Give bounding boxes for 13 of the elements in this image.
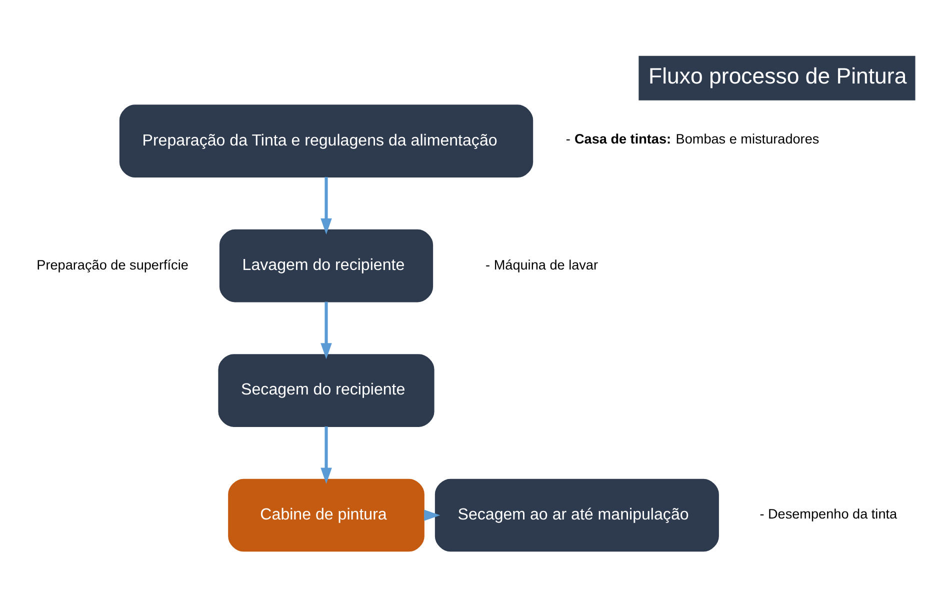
node-box: Secagem ao ar até manipulação (434, 478, 719, 552)
diagram-title: Fluxo processo de Pintura (648, 63, 907, 88)
node-label: - Casa de tintas: Bombas e misturadores (566, 130, 820, 146)
node-box: Secagem do recipiente (218, 354, 434, 426)
node-box: Lavagem do recipiente (219, 228, 434, 302)
node-label: - Desempenho da tinta (760, 506, 898, 522)
node-box: Preparação da Tinta e regulagens da alimentação (119, 104, 534, 178)
arrow (320, 426, 332, 484)
node-box: Cabine de pintura (228, 478, 424, 552)
arrow (320, 301, 332, 359)
label: Preparação de superfície (36, 256, 188, 272)
label: - Máquina de lavar (486, 256, 598, 272)
arrow (320, 176, 332, 234)
